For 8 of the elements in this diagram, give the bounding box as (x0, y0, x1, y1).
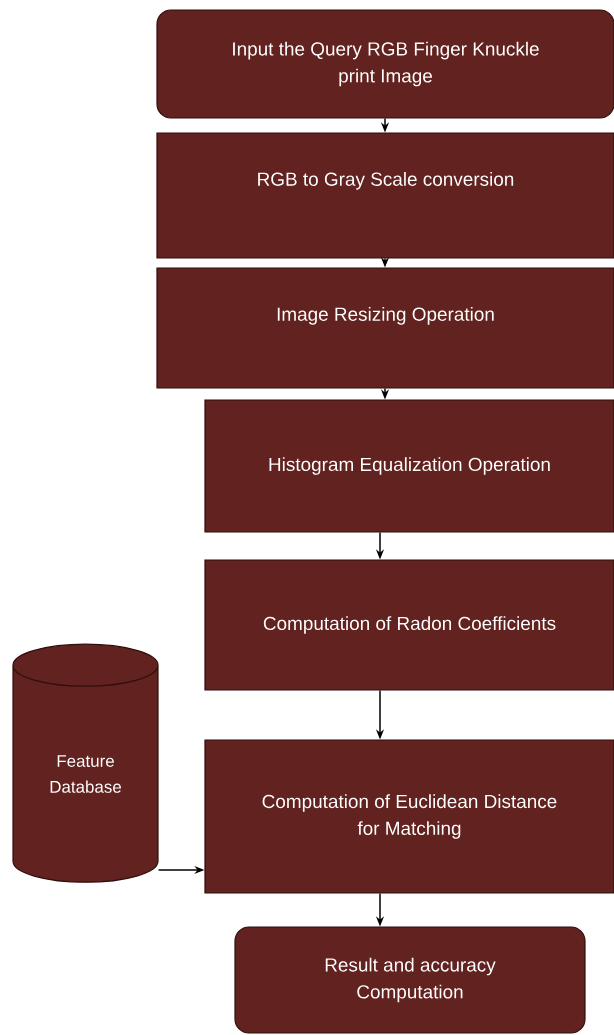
process-box: RGB to Gray Scale conversion (156, 132, 614, 259)
process-box: Computation of Radon Coefficients (204, 559, 614, 691)
database-cylinder: Feature Database (12, 643, 159, 883)
process-box: Histogram Equalization Operation (204, 399, 614, 533)
terminal-box: Result and accuracy Computation (234, 926, 586, 1034)
terminal-box: Input the Query RGB Finger Knuckle print Image (156, 9, 614, 119)
process-box: Computation of Euclidean Distance for Matching (204, 739, 614, 894)
process-box: Image Resizing Operation (156, 267, 614, 389)
